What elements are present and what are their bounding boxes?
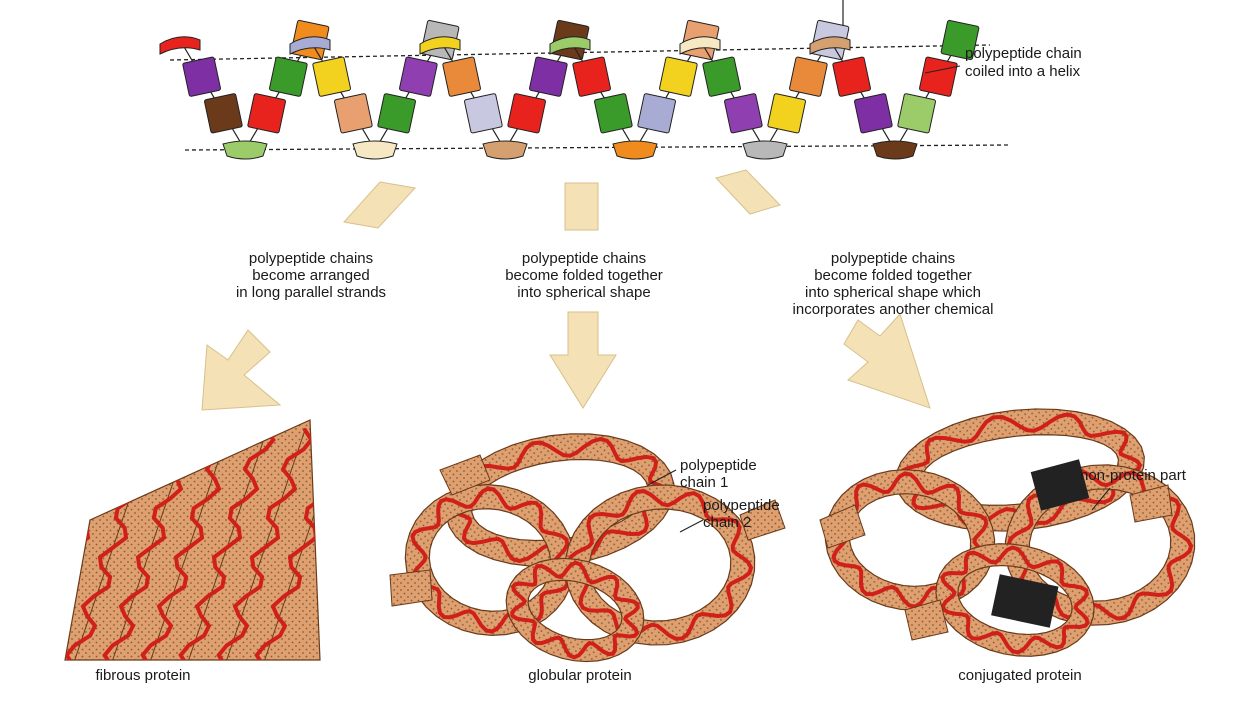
conjugated-step-line4: incorporates another chemical xyxy=(793,301,994,318)
conjugated-step-line2: become folded together xyxy=(814,267,972,284)
arrow-bottom-middle xyxy=(550,312,616,408)
conjugated-step-line1: polypeptide chains xyxy=(831,250,955,267)
fibrous-step-line3: in long parallel strands xyxy=(236,284,386,301)
chain1-label-line2: chain 1 xyxy=(680,474,728,491)
arrow-top-middle xyxy=(565,183,598,230)
fibrous-step-line2: become arranged xyxy=(252,267,370,284)
arrow-bottom-right xyxy=(844,314,930,408)
globular-step-line1: polypeptide chains xyxy=(522,250,646,267)
arrow-top-left xyxy=(344,182,415,228)
non-protein-square-2 xyxy=(991,574,1058,628)
globular-step-line2: become folded together xyxy=(505,267,663,284)
globular-caption: globular protein xyxy=(528,667,631,684)
amino-acid-helix xyxy=(160,20,979,159)
fibrous-protein-illustration xyxy=(29,420,350,665)
arrow-top-right xyxy=(716,170,780,214)
fibrous-step-line1: polypeptide chains xyxy=(249,250,373,267)
conjugated-step-line3: into spherical shape which xyxy=(805,284,981,301)
fibrous-caption: fibrous protein xyxy=(95,667,190,684)
helix-label-line2: coiled into a helix xyxy=(965,63,1081,80)
non-protein-label: non-protein part xyxy=(1080,467,1187,484)
chain1-label-line1: polypeptide xyxy=(680,457,757,474)
helix-label-line1: polypeptide chain xyxy=(965,45,1082,62)
conjugated-caption: conjugated protein xyxy=(958,667,1081,684)
globular-step-line3: into spherical shape xyxy=(517,284,650,301)
arrow-bottom-left xyxy=(202,330,280,410)
chain2-label-line2: chain 2 xyxy=(703,514,751,531)
conjugated-protein-illustration xyxy=(816,397,1203,670)
chain2-label-line1: polypeptide xyxy=(703,497,780,514)
